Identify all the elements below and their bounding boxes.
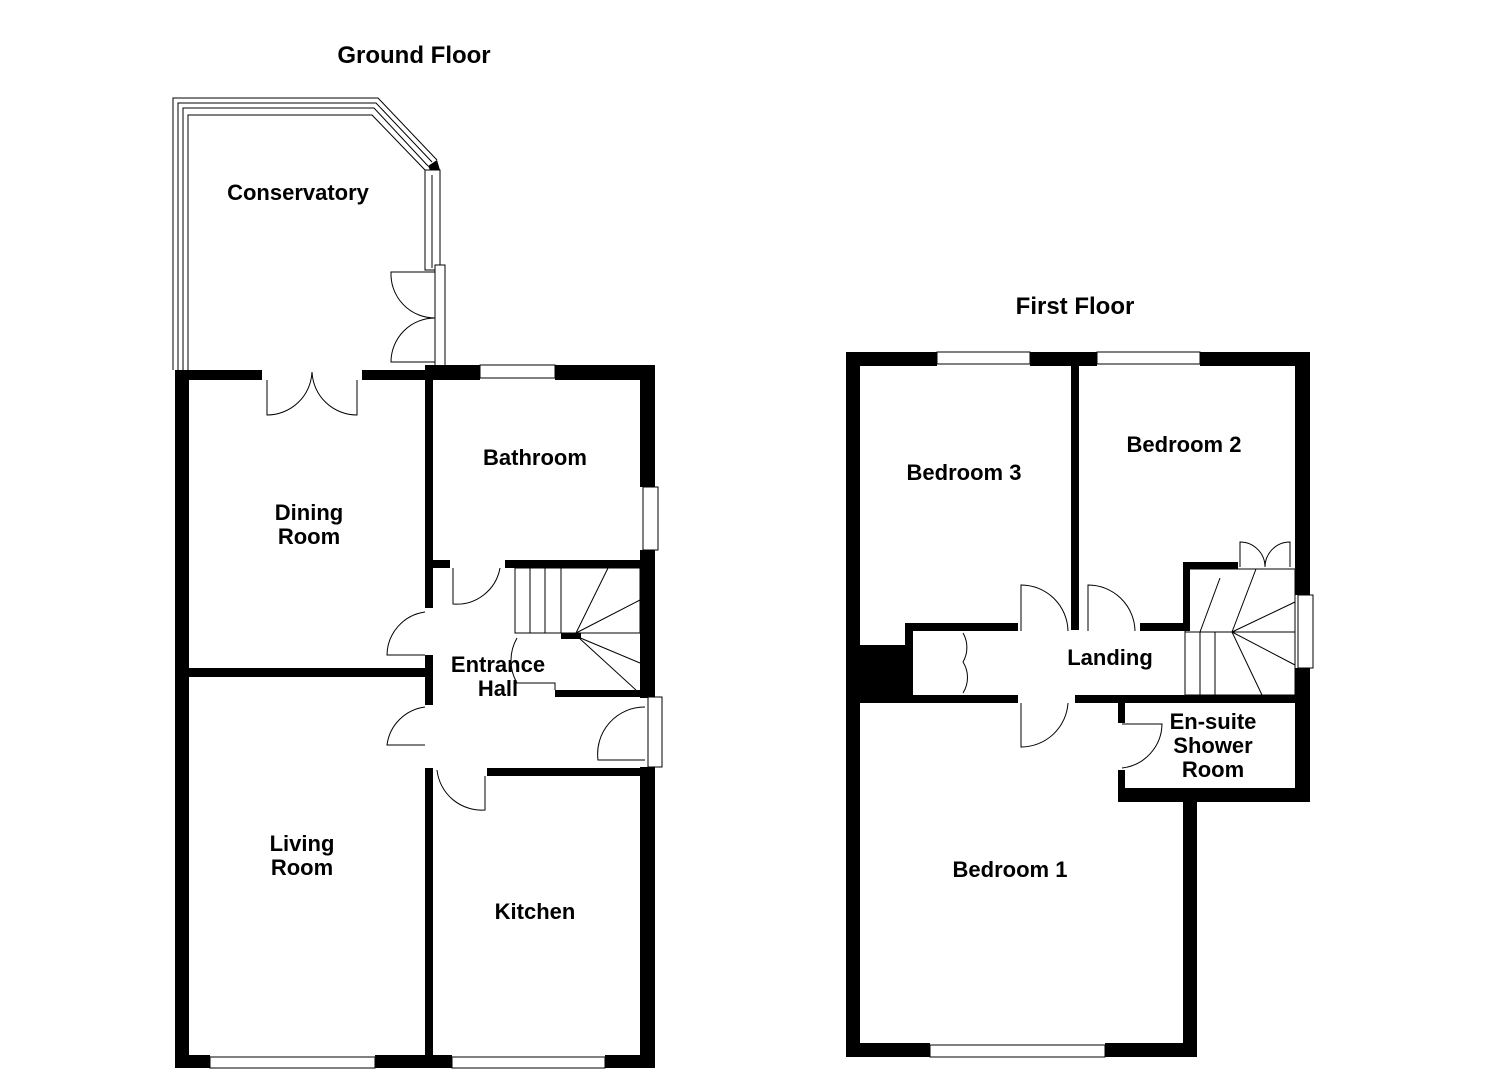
entrance-hall-label-line2: Hall (478, 676, 518, 701)
first-floor-walls (846, 352, 1310, 1057)
airing-cupboard-doors[interactable] (962, 632, 968, 694)
living-room-label-line2: Room (271, 855, 333, 880)
ensuite-door[interactable] (1121, 723, 1163, 769)
conservatory-label: Conservatory (227, 180, 370, 205)
ground-floor-walls (175, 365, 655, 1068)
ground-floor-title: Ground Floor (337, 42, 490, 69)
first-floor-plan: First Floor (846, 293, 1314, 1058)
bathroom-label: Bathroom (483, 445, 587, 470)
understairs-door[interactable] (510, 637, 556, 690)
conservatory-glazing (172, 97, 446, 373)
bedroom-3-door[interactable] (1020, 584, 1069, 632)
dining-room-label-line1: Dining (275, 500, 343, 525)
front-door[interactable] (597, 706, 646, 761)
living-room-label-line1: Living (270, 831, 335, 856)
bedroom-3-window (936, 351, 1031, 365)
bedroom-2-label: Bedroom 2 (1127, 432, 1242, 457)
bathroom-side-window (642, 486, 659, 551)
bedroom-1-door[interactable] (1020, 702, 1069, 748)
kitchen-door[interactable] (436, 769, 486, 811)
first-floor-title: First Floor (1016, 293, 1135, 320)
conservatory-door-upper[interactable] (390, 271, 436, 319)
bedroom-2-window (1096, 351, 1201, 365)
kitchen-label: Kitchen (495, 899, 576, 924)
conservatory-door-lower[interactable] (390, 317, 436, 363)
bedroom-2-door[interactable] (1087, 584, 1136, 632)
entrance-hall-label-line1: Entrance (451, 652, 545, 677)
bathroom-door[interactable] (452, 567, 501, 605)
bathroom-window (479, 364, 556, 379)
ensuite-label-line3: Room (1182, 757, 1244, 782)
ground-floor-staircase (514, 567, 641, 691)
stair-cupboard-doors[interactable] (1239, 541, 1291, 568)
dining-room-door[interactable] (386, 611, 426, 656)
dining-french-doors[interactable] (266, 371, 358, 416)
bedroom-1-window (929, 1044, 1106, 1058)
ensuite-label-line2: Shower (1173, 733, 1253, 758)
bedroom-1-label: Bedroom 1 (953, 857, 1068, 882)
ground-floor-plan: Ground Floor (172, 42, 663, 1069)
bedroom-3-label: Bedroom 3 (907, 460, 1022, 485)
first-floor-staircase (1184, 568, 1296, 696)
landing-label: Landing (1067, 645, 1153, 670)
front-door-frame (647, 696, 663, 768)
living-room-door[interactable] (386, 706, 426, 746)
living-room-window (209, 1056, 376, 1069)
ensuite-label-line1: En-suite (1170, 709, 1257, 734)
kitchen-window (451, 1056, 606, 1069)
stair-window (1297, 594, 1314, 669)
dining-room-label-line2: Room (278, 524, 340, 549)
